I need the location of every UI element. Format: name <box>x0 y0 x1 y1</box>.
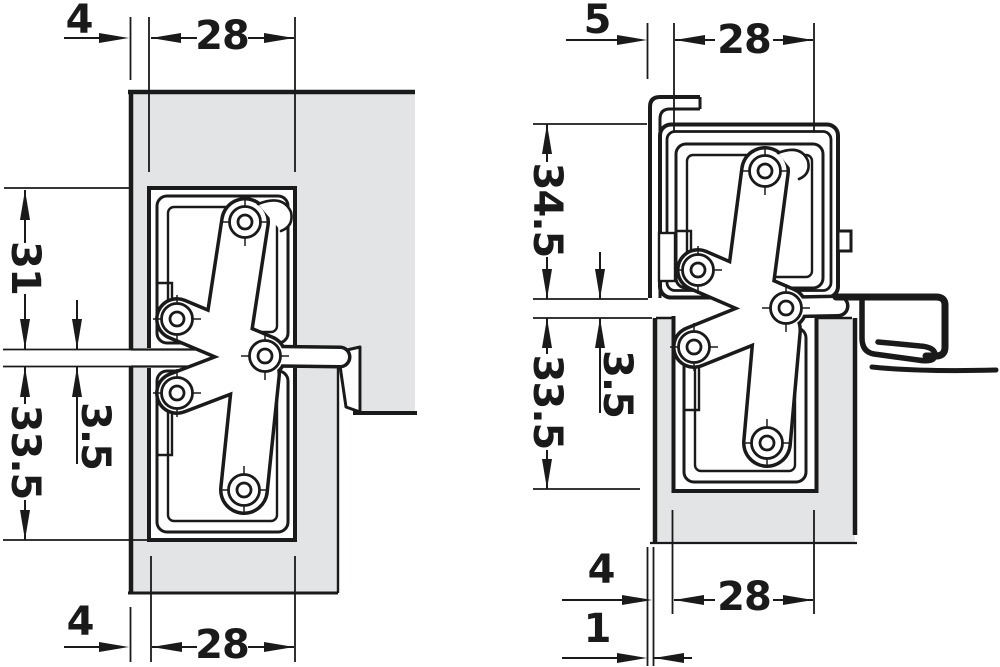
dim-label-right-top-width: 28 <box>717 17 772 63</box>
dim-label-right-recess-top: 34.5 <box>524 162 570 258</box>
right-figure <box>533 23 999 666</box>
panel-edges <box>650 318 858 545</box>
dimension-lines-left <box>3 17 296 662</box>
extension-lines <box>3 17 296 662</box>
dim-label-right-bottom-width: 28 <box>717 574 772 620</box>
frame-tab <box>836 229 853 253</box>
frame-notch <box>657 231 677 283</box>
dim-label-right-recess-bottom: 33.5 <box>524 354 570 450</box>
dim-label-left-bottom-width: 28 <box>195 622 250 667</box>
dim-label-right-bottom-offset: 4 <box>587 547 616 593</box>
dim-label-left-bottom-offset: 4 <box>66 599 95 645</box>
dim-label-left-recess-bottom: 33.5 <box>2 404 48 500</box>
dim-label-right-top-offset: 5 <box>583 0 612 43</box>
arrowheads <box>542 35 813 663</box>
dim-label-left-gap: 3.5 <box>72 402 118 470</box>
extension-lines <box>533 23 815 666</box>
left-figure <box>3 17 417 662</box>
dim-label-right-frame-reveal: 1 <box>583 606 612 652</box>
panel-edges <box>128 89 417 595</box>
dimension-lines-right <box>533 23 815 666</box>
dim-label-left-top-offset: 4 <box>65 0 94 43</box>
arrowheads <box>20 33 294 652</box>
dim-label-right-gap: 3.5 <box>594 350 640 418</box>
dim-label-left-recess-top: 31 <box>2 241 48 295</box>
dim-label-left-top-width: 28 <box>195 13 250 59</box>
frame-rabbet-seal <box>832 293 999 374</box>
